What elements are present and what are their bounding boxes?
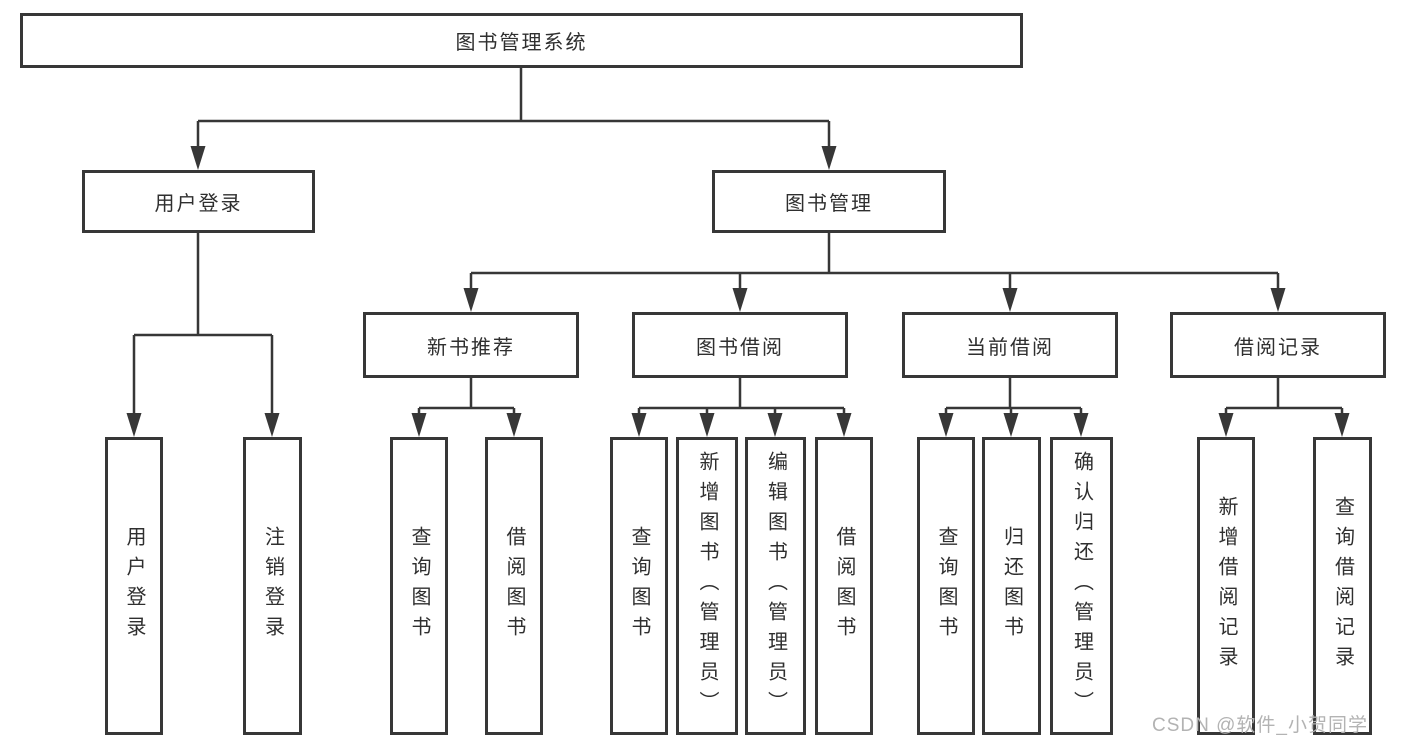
node-return-books: 归还图书 xyxy=(982,437,1041,735)
node-add-borrow-record: 新增借阅记录 xyxy=(1197,437,1255,735)
node-label: 新书推荐 xyxy=(427,336,515,359)
node-query-borrow-record: 查询借阅记录 xyxy=(1313,437,1372,735)
node-query-books-current: 查询图书 xyxy=(917,437,975,735)
node-user-login: 用户登录 xyxy=(82,170,315,233)
node-logout-action: 注销登录 xyxy=(243,437,302,735)
node-borrow-books-recommend: 借阅图书 xyxy=(485,437,543,735)
node-login-action: 用户登录 xyxy=(105,437,163,735)
csdn-watermark: CSDN @软件_小贺同学 xyxy=(1152,715,1368,736)
node-edit-books-admin: 编辑图书（管理员） xyxy=(745,437,806,735)
node-label: 新增借阅记录 xyxy=(1215,496,1237,676)
node-label: 查询图书 xyxy=(935,526,957,646)
node-label: 借阅图书 xyxy=(833,526,855,646)
node-label: 借阅记录 xyxy=(1234,336,1322,359)
node-label: 图书借阅 xyxy=(696,336,784,359)
node-label: 新增图书（管理员） xyxy=(696,451,718,721)
node-library-management-system: 图书管理系统 xyxy=(20,13,1023,68)
node-label: 当前借阅 xyxy=(966,336,1054,359)
node-query-books-recommend: 查询图书 xyxy=(390,437,448,735)
node-book-management: 图书管理 xyxy=(712,170,946,233)
node-label: 注销登录 xyxy=(261,526,284,646)
node-label: 用户登录 xyxy=(154,193,243,215)
node-query-books-borrowing: 查询图书 xyxy=(610,437,668,735)
node-label: 图书管理系统 xyxy=(455,32,588,54)
node-book-borrowing: 图书借阅 xyxy=(632,312,848,378)
node-label: 查询图书 xyxy=(408,526,430,646)
node-label: 编辑图书（管理员） xyxy=(764,451,787,721)
node-label: 图书管理 xyxy=(785,193,873,215)
node-borrow-records: 借阅记录 xyxy=(1170,312,1386,378)
node-new-book-recommend: 新书推荐 xyxy=(363,312,579,378)
node-label: 查询借阅记录 xyxy=(1331,496,1354,676)
node-label: 用户登录 xyxy=(123,526,145,646)
node-label: 归还图书 xyxy=(1000,526,1023,646)
node-borrow-books-borrowing: 借阅图书 xyxy=(815,437,873,735)
node-add-books-admin: 新增图书（管理员） xyxy=(676,437,738,735)
node-label: 借阅图书 xyxy=(503,526,525,646)
node-current-borrowing: 当前借阅 xyxy=(902,312,1118,378)
node-confirm-return-admin: 确认归还（管理员） xyxy=(1050,437,1113,735)
node-label: 确认归还（管理员） xyxy=(1070,451,1093,721)
node-label: 查询图书 xyxy=(628,526,650,646)
